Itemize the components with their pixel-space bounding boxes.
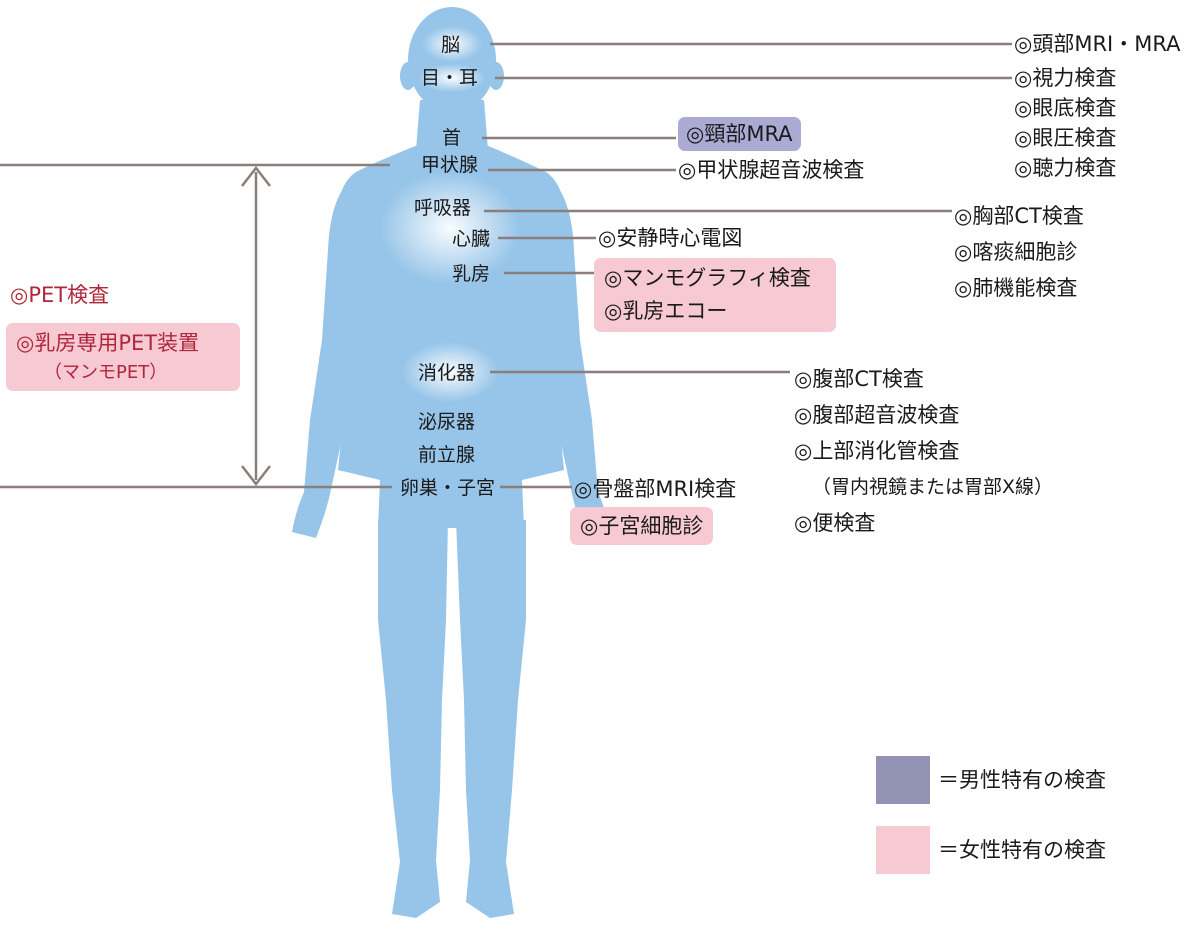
exam-item: ◎頭部MRI・MRA xyxy=(1014,32,1181,56)
left-ear xyxy=(400,62,416,90)
exam-item: ◎肺機能検査 xyxy=(954,276,1078,300)
exam-item-note: （マンモPET） xyxy=(44,362,168,383)
exam-item: ◎乳房専用PET装置 xyxy=(16,331,200,355)
exam-breast-female: ◎マンモグラフィ検査 ◎乳房エコー xyxy=(594,258,836,332)
exam-heart: ◎安静時心電図 xyxy=(598,226,743,250)
exam-item: ◎聴力検査 xyxy=(1014,156,1117,180)
organ-label-prostate: 前立腺 xyxy=(418,444,476,466)
organ-label-heart: 心臓 xyxy=(452,228,491,250)
digestive-glow xyxy=(402,342,498,402)
brain-glow xyxy=(422,26,482,62)
exam-item: ◎眼底検査 xyxy=(1014,96,1117,120)
exam-item: ◎視力検査 xyxy=(1014,66,1117,90)
exam-digestive-group: ◎腹部CT検査 ◎腹部超音波検査 ◎上部消化管検査 （胃内視鏡または胃部X線） … xyxy=(794,361,1053,541)
exam-item: ◎マンモグラフィ検査 xyxy=(604,266,811,290)
organ-label-brain: 脳 xyxy=(441,34,461,56)
legend-swatch-female xyxy=(876,826,930,874)
human-silhouette xyxy=(292,7,610,918)
organ-label-breast: 乳房 xyxy=(452,263,491,285)
exam-head: ◎頭部MRI・MRA xyxy=(1014,29,1180,59)
exam-item-note: （胃内視鏡または胃部X線） xyxy=(812,476,1054,498)
organ-label-respiratory: 呼吸器 xyxy=(414,197,472,219)
legend-label-male: ＝男性特有の検査 xyxy=(938,768,1106,792)
exam-breast-pet-female: ◎乳房専用PET装置 （マンモPET） xyxy=(6,323,240,391)
organ-label-neck: 首 xyxy=(442,127,462,149)
right-leg xyxy=(456,520,526,918)
organ-label-ovary-uterus: 卵巣・子宮 xyxy=(400,477,496,499)
exam-neck-male: ◎頸部MRA xyxy=(678,117,801,151)
exam-pelvis: ◎骨盤部MRI検査 xyxy=(574,477,737,501)
exam-item: ◎腹部CT検査 xyxy=(794,367,924,391)
leader-lines xyxy=(0,42,1012,489)
exam-item: ◎腹部超音波検査 xyxy=(794,403,960,427)
exam-item: ◎上部消化管検査 xyxy=(794,439,960,463)
exam-item: ◎喀痰細胞診 xyxy=(954,240,1078,264)
exam-item: ◎便検査 xyxy=(794,511,876,535)
exam-vision-group: ◎視力検査 ◎眼底検査 ◎眼圧検査 ◎聴力検査 xyxy=(1014,63,1116,183)
neck xyxy=(416,100,488,150)
legend-swatch-male xyxy=(876,756,930,804)
exam-item: ◎眼圧検査 xyxy=(1014,126,1117,150)
left-arm xyxy=(292,180,370,538)
organ-label-thyroid: 甲状腺 xyxy=(421,154,479,176)
organ-label-urinary: 泌尿器 xyxy=(418,411,476,433)
exam-chest-group: ◎胸部CT検査 ◎喀痰細胞診 ◎肺機能検査 xyxy=(954,198,1084,306)
exam-item: ◎胸部CT検査 xyxy=(954,204,1084,228)
exam-thyroid: ◎甲状腺超音波検査 xyxy=(678,158,865,182)
right-ear xyxy=(488,62,504,90)
exam-item: ◎乳房エコー xyxy=(604,299,728,323)
left-leg xyxy=(378,520,448,918)
eye-glow xyxy=(418,64,486,92)
organ-label-eye-ear: 目・耳 xyxy=(421,67,479,89)
legend-label-female: ＝女性特有の検査 xyxy=(938,838,1106,862)
exam-pet: ◎PET検査 xyxy=(10,283,110,307)
chest-glow xyxy=(380,172,520,284)
organ-label-digestive: 消化器 xyxy=(418,362,476,384)
right-arm xyxy=(532,180,610,538)
exam-uterus-female: ◎子宮細胞診 xyxy=(570,507,714,545)
